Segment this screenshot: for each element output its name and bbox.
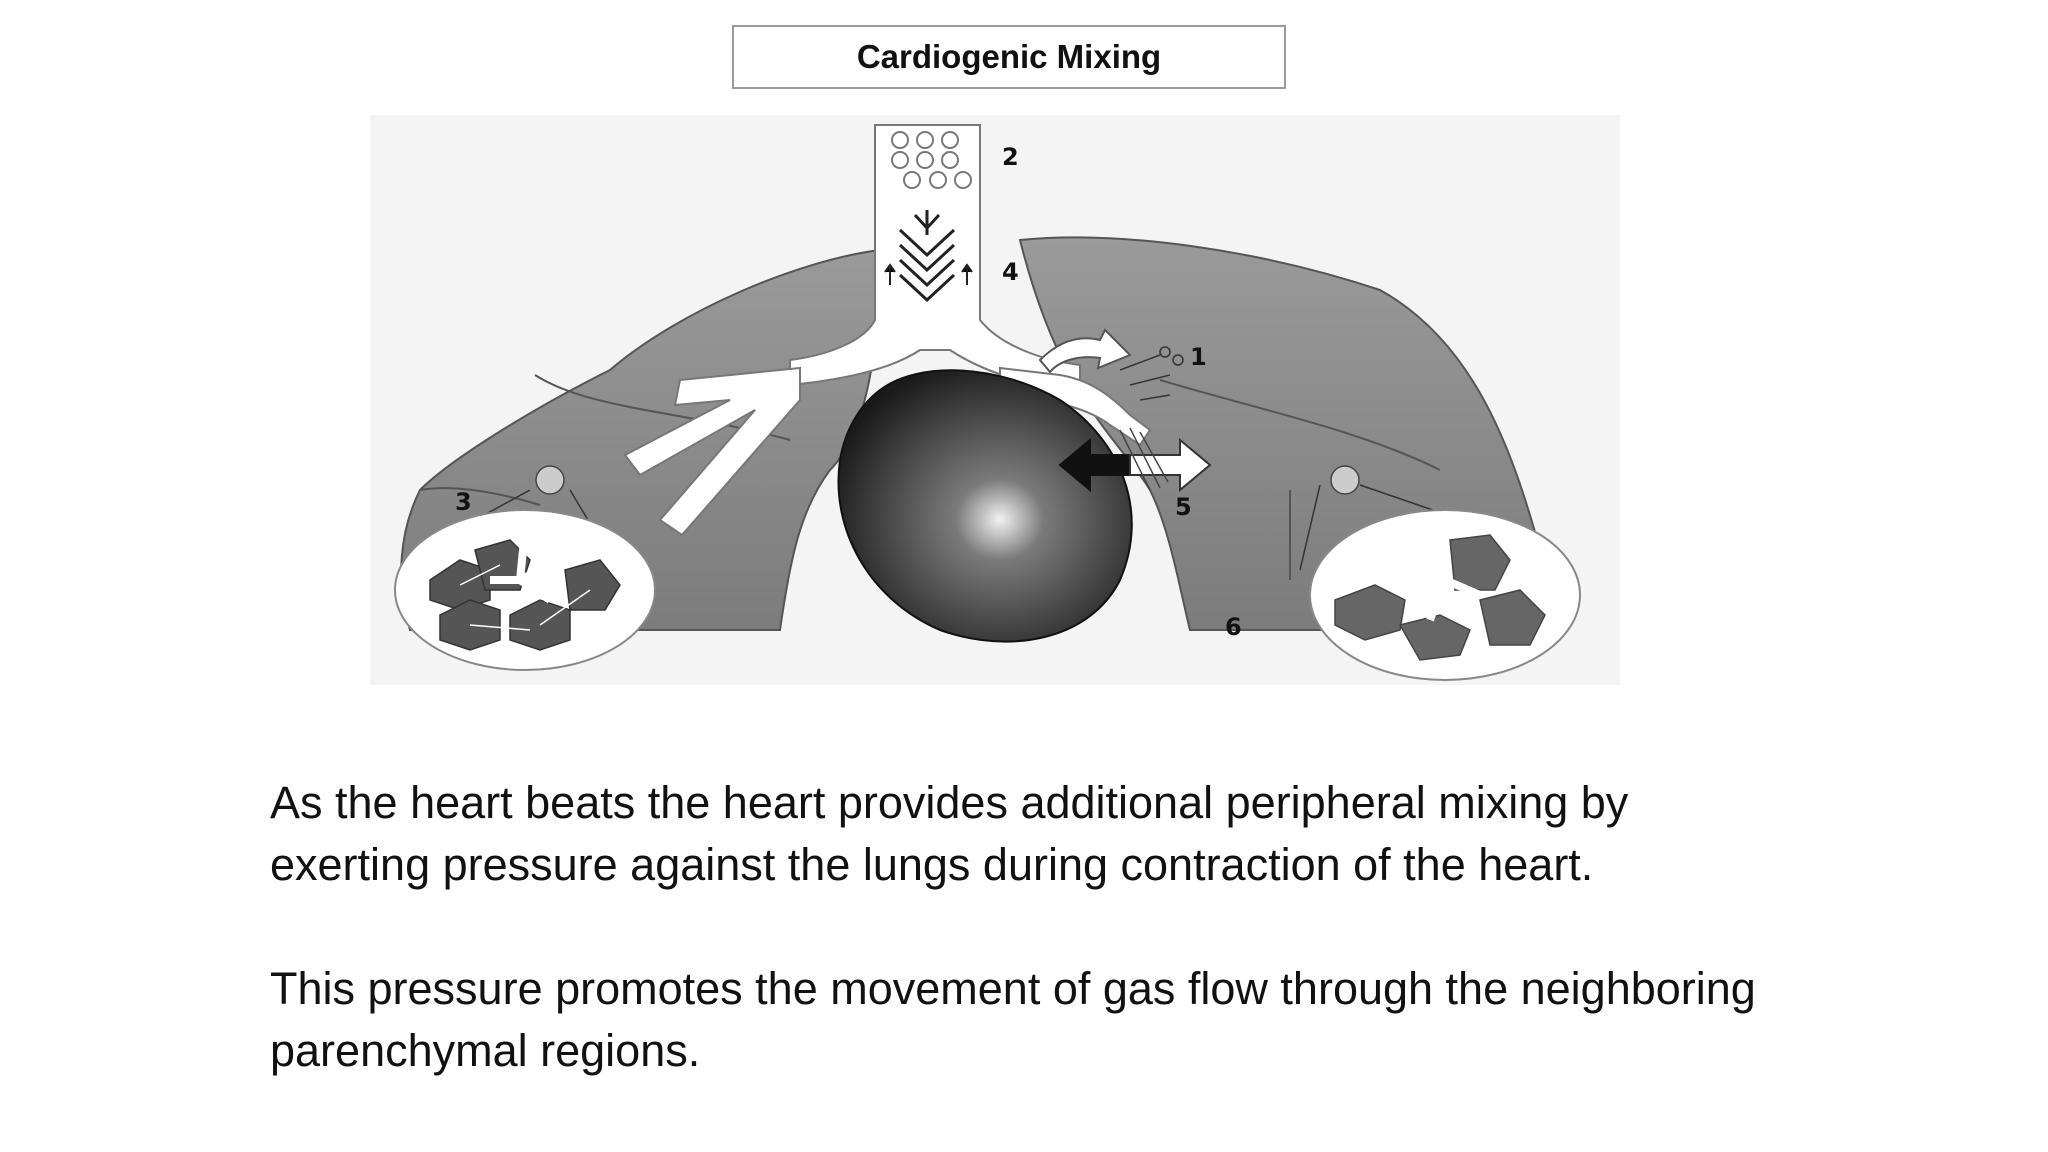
bulk-flow-chevrons [898,210,956,303]
left-bronchus [623,366,801,537]
paragraph-gap [270,896,1770,958]
label-3: 3 [455,488,472,516]
diagram-svg: 1 2 3 4 5 6 [370,115,1620,685]
caption: As the heart beats the heart provides ad… [270,772,1770,1082]
lung-heart-diagram: 1 2 3 4 5 6 [360,110,1630,690]
label-2: 2 [1002,143,1019,171]
label-4: 4 [1002,258,1019,286]
caption-paragraph-2: This pressure promotes the movement of g… [270,963,1756,1076]
caption-paragraph-1: As the heart beats the heart provides ad… [270,777,1629,890]
label-1: 1 [1190,343,1207,371]
slide-title: Cardiogenic Mixing [732,25,1286,89]
heart [837,369,1133,643]
left-lung-fissure-lower [419,487,541,506]
wall-arrows [884,263,973,285]
right-lung-fissure [1159,379,1441,471]
small-airways-1 [1119,346,1184,401]
turbulence-swirls [891,131,972,189]
label-6: 6 [1225,613,1242,641]
left-alveoli-inset [394,465,656,671]
cardiac-pressure-arrow [1058,427,1212,493]
trachea [789,124,1081,392]
label-5: 5 [1175,493,1192,521]
pendelluft-arrow [1038,328,1132,374]
right-alveoli-inset [1299,465,1581,681]
